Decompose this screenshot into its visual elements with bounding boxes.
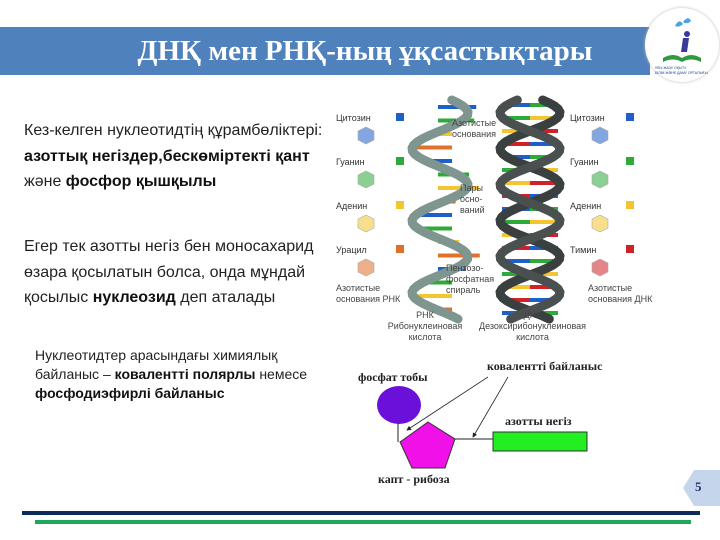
dna-base-right [530, 285, 558, 289]
rna-bases-caption: Азотистые основания РНК [336, 283, 401, 304]
rna-base [438, 253, 480, 258]
rna-base [420, 280, 452, 285]
base-name: Аденин [336, 201, 367, 211]
base-color-swatch [396, 157, 404, 165]
base-name: Цитозин [336, 113, 371, 123]
base-name: Гуанин [336, 157, 365, 167]
dna-base-left [502, 298, 530, 302]
dna-bases-caption: Азотистые основания ДНК [588, 283, 653, 304]
base-color-swatch [396, 113, 404, 121]
school-logo: ҰЛЫ ЖАЗУ ОҚЫТУ БІЛІМ ЖӘНЕ ДАМУ ОРТАЛЫҒЫ [645, 8, 719, 82]
base-molecule-icon [591, 214, 609, 233]
rna-base [415, 226, 452, 231]
dna-base-right [530, 129, 558, 133]
rna-base [410, 145, 452, 150]
dna-base-right [530, 298, 558, 302]
dna-base-left [502, 285, 530, 289]
rna-base [438, 186, 480, 190]
dna-base-left [502, 142, 530, 146]
base-name: Гуанин [570, 157, 599, 167]
base-label: азотты негiз [505, 414, 572, 428]
backbone-strand [495, 95, 565, 324]
dna-base-left [502, 181, 530, 185]
nucleotide-diagram [377, 376, 588, 469]
label-bases: Азотистые основания [452, 118, 497, 139]
dna-base-right [530, 142, 558, 146]
dna-base-right [530, 181, 558, 185]
base-rectangle [492, 431, 588, 452]
page-title: ДНҚ мен РНҚ-ның ұқсастықтары [137, 35, 593, 67]
base-molecule-icon [357, 258, 375, 277]
footer-line-green [35, 520, 691, 524]
label-pairs: Пары осно- ваний [460, 183, 485, 215]
title-bar [0, 27, 650, 75]
base-color-swatch [626, 113, 634, 121]
rna-base [424, 159, 452, 163]
phosphate-circle [377, 386, 421, 424]
base-molecule-icon [357, 214, 375, 233]
base-color-swatch [396, 201, 404, 209]
arrow-2 [472, 376, 509, 438]
footer-line-navy [22, 511, 700, 515]
logo-text-2: БІЛІМ ЖӘНЕ ДАМУ ОРТАЛЫҒЫ [655, 71, 708, 75]
label-backbone: Пентозо- фосфатная спираль [446, 263, 495, 295]
base-color-swatch [626, 157, 634, 165]
paragraph-nucleoside: Егер тек азотты негіз бен моносахарид өз… [24, 238, 314, 306]
dna-base-right [530, 220, 558, 224]
base-color-swatch [626, 201, 634, 209]
base-name: Аденин [570, 201, 601, 211]
base-color-swatch [396, 245, 404, 253]
rna-base [413, 213, 452, 217]
arrow-1 [406, 376, 489, 431]
base-name: Урацил [336, 245, 367, 255]
base-molecule-icon [357, 170, 375, 189]
base-name: Цитозин [570, 113, 605, 123]
rna-helix [407, 95, 480, 324]
phosphate-label: фосфат тобы [358, 370, 428, 384]
base-molecule-icon [591, 258, 609, 277]
logo-text-1: ҰЛЫ ЖАЗУ ОҚЫТУ [655, 66, 687, 70]
sugar-label: капт - рибоза [378, 472, 450, 486]
rna-base [410, 294, 452, 298]
base-color-swatch [626, 245, 634, 253]
dna-base-left [502, 116, 530, 120]
page-number: 5 [695, 479, 702, 494]
sugar-pentagon [399, 421, 456, 469]
paragraph-bond: Нуклеотидтер арасындағы химиялық байланы… [35, 347, 308, 401]
dna-base-left [502, 259, 530, 263]
dna-base-right [530, 259, 558, 263]
base-molecule-icon [591, 170, 609, 189]
dna-base-left [502, 129, 530, 133]
backbone-strand [407, 95, 473, 324]
covalent-label: коваленттi байланыс [487, 359, 603, 373]
backbone-strand [495, 95, 565, 324]
base-molecule-icon [357, 126, 375, 145]
dna-base-left [502, 220, 530, 224]
base-name: Тимин [570, 245, 596, 255]
dna-helix [495, 95, 565, 324]
base-molecule-icon [591, 126, 609, 145]
paragraph-components: Кез-келген нуклеотидтің құрамбөліктері: … [24, 122, 323, 190]
dna-base-right [530, 116, 558, 120]
